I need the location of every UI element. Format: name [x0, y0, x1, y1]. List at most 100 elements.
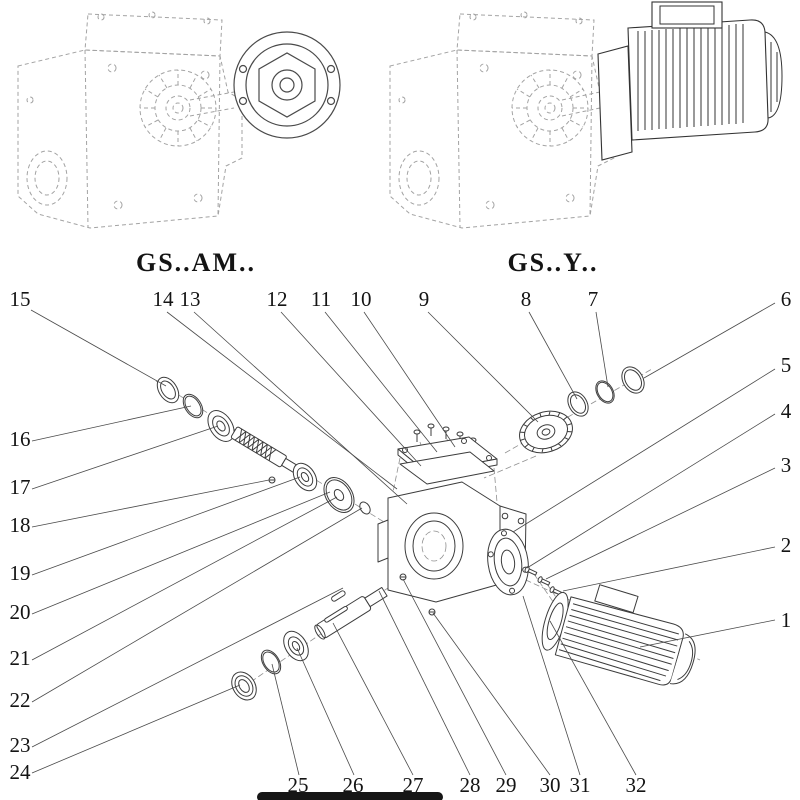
callout-number-4: 4: [781, 399, 792, 423]
callout-number-28: 28: [460, 773, 481, 797]
part-output-shaft: [314, 586, 388, 640]
callout-number-27: 27: [403, 773, 424, 797]
leader-line-25: [271, 663, 300, 776]
leader-line-7: [595, 311, 609, 388]
callout-number-10: 10: [351, 287, 372, 311]
leader-line-31: [522, 595, 581, 776]
part-set-screw: [268, 476, 276, 484]
leader-line-13: [193, 311, 408, 505]
callout-number-26: 26: [343, 773, 364, 797]
model-label-gs-y: GS..Y..: [507, 248, 598, 277]
part-circlip: [595, 380, 615, 404]
callout-number-22: 22: [10, 688, 31, 712]
leader-line-16: [31, 405, 192, 442]
callout-number-15: 15: [10, 287, 31, 311]
callout-number-13: 13: [180, 287, 201, 311]
gearbox-housing-hidden-lines: [389, 11, 615, 229]
leader-line-5: [512, 368, 776, 533]
callout-number-6: 6: [781, 287, 792, 311]
callout-number-18: 18: [10, 513, 31, 537]
leader-line-23: [31, 587, 344, 748]
output-flange: [233, 31, 341, 139]
leader-line-28: [378, 590, 471, 776]
part-gasket: [399, 451, 495, 485]
model-label-gs-am: GS..AM..: [136, 248, 256, 277]
leader-line-20: [31, 491, 331, 615]
callout-number-17: 17: [10, 475, 31, 499]
drawing-gs-y: [389, 1, 783, 229]
callout-number-11: 11: [311, 287, 331, 311]
leader-line-1: [639, 619, 776, 648]
callout-number-32: 32: [626, 773, 647, 797]
leader-line-9: [427, 311, 539, 423]
callout-number-23: 23: [10, 733, 31, 757]
fan-cover: [764, 31, 783, 119]
gearbox-housing-hidden-lines: [17, 11, 243, 229]
part-worm-gear: [519, 410, 573, 454]
callout-number-29: 29: [496, 773, 517, 797]
leader-line-4: [526, 413, 776, 569]
callout-number-2: 2: [781, 533, 792, 557]
part-snap-ring: [182, 393, 204, 419]
motor-fan-cover: [669, 633, 696, 685]
leader-line-3: [545, 467, 776, 580]
leader-line-14: [166, 311, 398, 490]
callout-number-12: 12: [267, 287, 288, 311]
callout-number-30: 30: [540, 773, 561, 797]
callout-number-14: 14: [153, 287, 175, 311]
part-spacer-ring: [567, 391, 589, 417]
callout-number-25: 25: [288, 773, 309, 797]
leader-line-21: [31, 496, 338, 661]
leader-line-29: [402, 578, 507, 776]
callout-number-1: 1: [781, 608, 792, 632]
leader-line-27: [332, 622, 414, 776]
exploded-view: [155, 366, 701, 701]
leader-line-19: [31, 476, 301, 576]
leader-line-11: [324, 311, 438, 453]
leader-line-17: [31, 425, 219, 490]
callout-number-21: 21: [10, 646, 31, 670]
part-bearing-input-2: [292, 462, 318, 492]
part-shaft-key: [331, 590, 346, 602]
electric-motor: [597, 1, 783, 161]
leader-line-24: [31, 684, 241, 774]
callout-number-24: 24: [10, 760, 32, 784]
leader-line-8: [528, 311, 578, 400]
leader-line-10: [363, 311, 456, 448]
motor-terminal-box: [594, 584, 639, 614]
callout-number-19: 19: [10, 561, 31, 585]
callout-number-8: 8: [521, 287, 532, 311]
callout-number-31: 31: [570, 773, 591, 797]
part-end-washer: [231, 671, 257, 701]
part-bearing-input: [207, 410, 235, 442]
callout-number-9: 9: [419, 287, 430, 311]
part-motor-bolts: [524, 566, 563, 596]
leader-line-18: [31, 479, 270, 528]
leader-line-30: [432, 612, 551, 776]
bottom-cropped-bar: [257, 792, 443, 800]
leader-line-22: [31, 507, 363, 703]
part-snap-ring-output: [260, 649, 282, 675]
callout-number-20: 20: [10, 600, 31, 624]
part-seal-ring: [156, 376, 180, 404]
part-screw-29: [399, 573, 407, 581]
leader-line-12: [280, 311, 422, 467]
leader-line-26: [296, 647, 355, 776]
part-output-flange-ring: [487, 528, 529, 596]
part-seal-ring-2: [621, 366, 645, 394]
part-motor: [541, 584, 696, 686]
part-o-ring: [359, 501, 371, 515]
part-bearing-output: [283, 630, 309, 662]
callout-number-5: 5: [781, 353, 792, 377]
part-cover-bolts: [413, 423, 477, 450]
leader-line-6: [643, 302, 776, 379]
callout-number-16: 16: [10, 427, 31, 451]
callout-layer: 1234567891011121314151617181920212223242…: [10, 287, 792, 797]
callout-number-3: 3: [781, 453, 792, 477]
drawing-gs-am: [17, 11, 341, 229]
leader-line-15: [30, 309, 167, 387]
leader-line-32: [549, 620, 637, 776]
part-washer-disc: [323, 477, 355, 513]
